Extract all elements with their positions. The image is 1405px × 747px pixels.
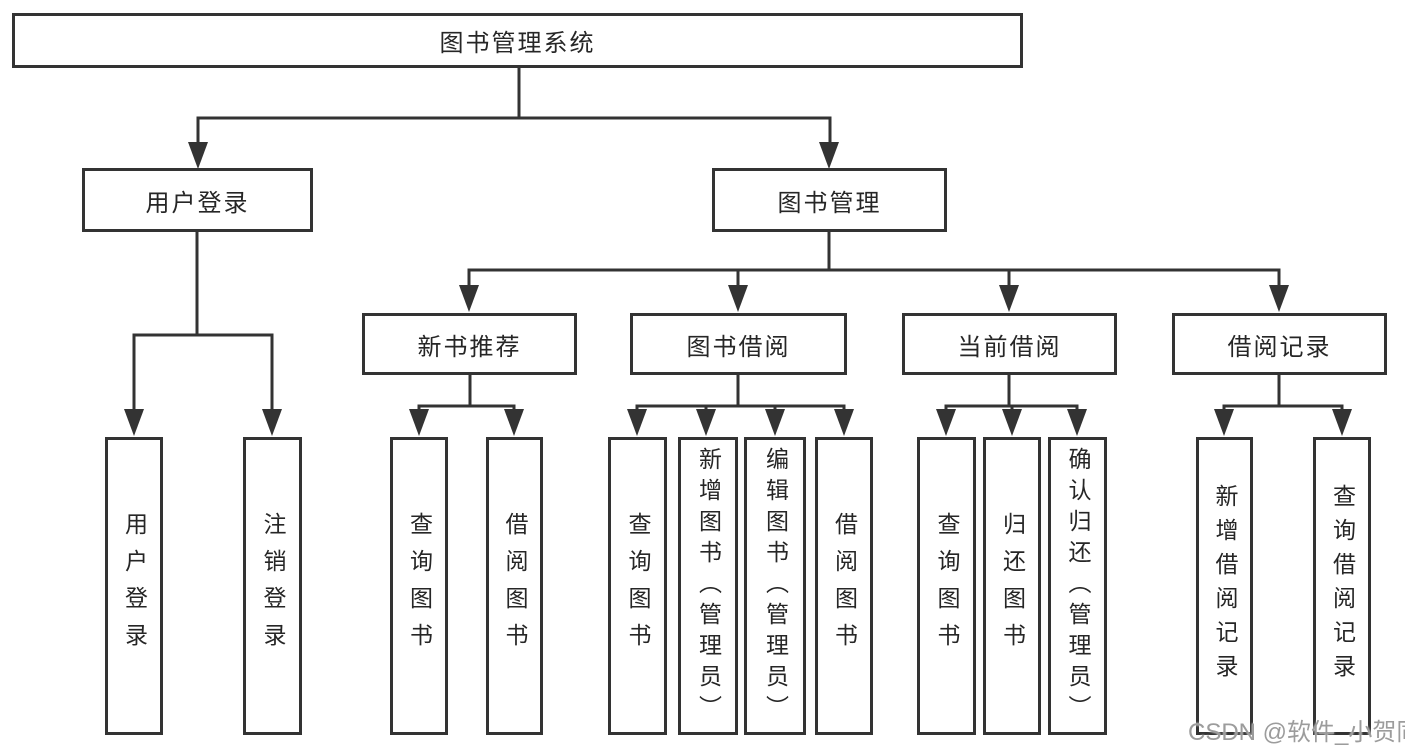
node-label: 查询图书 [406,512,433,660]
node-label: 当前借阅 [957,333,1062,361]
arrowhead [504,409,524,436]
connector-borrow-rail [635,404,846,412]
connector-records-rail [1222,404,1344,412]
arrowhead [728,285,748,312]
arrowhead [1332,409,1352,436]
arrowhead [627,409,647,436]
arrowhead [1269,285,1289,312]
node-label: 借阅图书 [502,512,528,660]
node-book-management: 图书管理 [712,168,947,232]
node-label: 借阅图书 [831,512,858,660]
arrowhead [1002,409,1022,436]
arrowhead [936,409,956,436]
arrowhead [1067,409,1087,436]
node-label: 查询图书 [934,512,960,660]
leaf-add-borrow-record: 新增借阅记录 [1196,437,1253,735]
leaf-borrow-books: 借阅图书 [815,437,873,735]
node-label: 用户登录 [145,189,250,217]
arrowhead [409,409,429,436]
leaf-borrow-books-recommend: 借阅图书 [486,437,543,735]
arrowhead [1214,409,1234,436]
node-label: 图书借阅 [686,333,791,361]
leaf-logout: 注销登录 [243,437,302,735]
arrowhead [999,285,1019,312]
node-label: 查询借阅记录 [1329,484,1356,688]
arrowhead [696,409,716,436]
node-label: 注销登录 [260,512,286,660]
connector-level2-rail [196,116,832,146]
connector-level3-rail [467,268,1281,288]
node-label: 用户登录 [121,512,148,660]
node-current-borrow: 当前借阅 [902,313,1117,375]
node-label: 编辑图书（管理员） [762,446,789,726]
connector-newbook-rail [417,404,516,412]
connector-login-rail [132,333,274,412]
arrowhead [834,409,854,436]
leaf-query-borrow-record: 查询借阅记录 [1313,437,1371,735]
node-user-login: 用户登录 [82,168,313,232]
node-label: 归还图书 [999,512,1026,660]
leaf-return-book: 归还图书 [983,437,1041,735]
node-label: 借阅记录 [1227,333,1332,361]
arrowhead [819,142,839,169]
leaf-query-books-recommend: 查询图书 [390,437,448,735]
node-label: 图书管理系统 [439,30,596,57]
csdn-watermark: CSDN @软件_小贺同学 [1188,719,1405,746]
leaf-user-login: 用户登录 [105,437,163,735]
node-new-book-recommend: 新书推荐 [362,313,577,375]
node-label: 新增借阅记录 [1212,484,1238,688]
node-label: 新书推荐 [417,333,522,361]
node-label: 查询图书 [625,512,651,660]
node-borrow-records: 借阅记录 [1172,313,1387,375]
leaf-add-book-admin: 新增图书（管理员） [678,437,738,735]
node-root: 图书管理系统 [12,13,1023,68]
node-book-borrow: 图书借阅 [630,313,847,375]
arrowhead [459,285,479,312]
arrowhead [262,409,282,436]
leaf-query-books-borrow: 查询图书 [608,437,667,735]
node-label: 图书管理 [777,189,882,217]
leaf-query-books-current: 查询图书 [917,437,976,735]
leaf-edit-book-admin: 编辑图书（管理员） [744,437,806,735]
arrowhead [124,409,144,436]
arrowhead [765,409,785,436]
arrowhead [188,142,208,169]
leaf-confirm-return-admin: 确认归还（管理员） [1048,437,1107,735]
node-label: 新增图书（管理员） [695,446,722,726]
node-label: 确认归还（管理员） [1065,446,1091,726]
